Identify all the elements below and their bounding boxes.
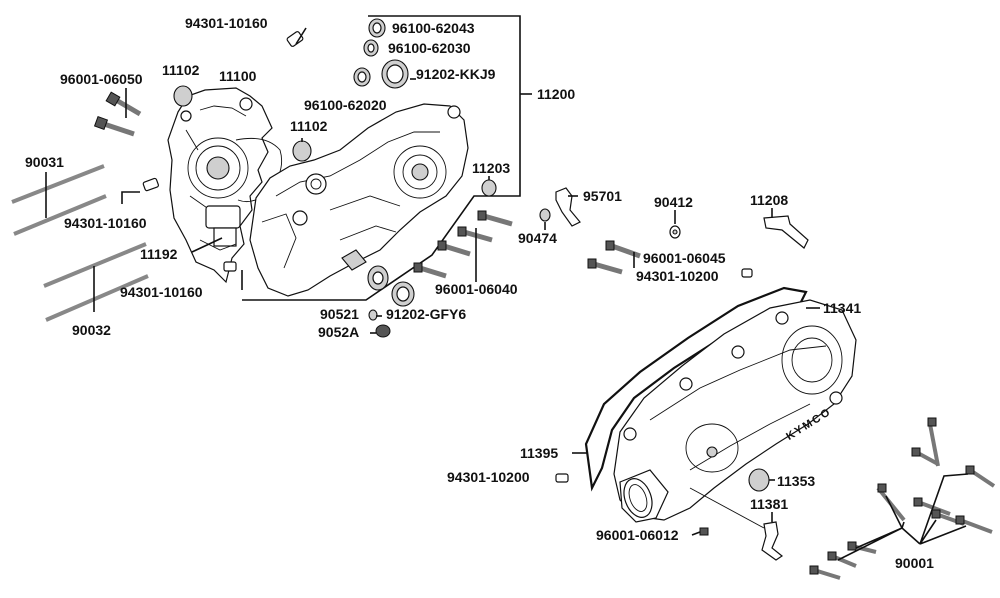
bolts-96001-06040 [413,210,513,279]
dowel-94301-10200-low [555,473,569,483]
label-11203: 11203 [472,160,510,176]
label-90031: 90031 [25,154,64,170]
label-90412: 90412 [654,194,693,210]
label-94301-10200-top: 94301-10200 [636,268,719,284]
label-96100-62030: 96100-62030 [388,40,471,56]
label-9052A: 9052A [318,324,359,340]
transmission-cover-11341: KYMCO [584,286,857,523]
label-96001-06050: 96001-06050 [60,71,143,87]
label-96100-62043: 96100-62043 [392,20,475,36]
bolt-set-leaders [837,473,969,561]
oil-seal-96100-62020 [353,67,371,87]
dowel-pin-low [223,261,243,290]
label-95701: 95701 [583,188,622,204]
label-11102-left: 11102 [162,62,200,78]
label-91202-KKJ9: 91202-KKJ9 [416,66,496,82]
dowel-11102-left [173,85,193,107]
label-11192: 11192 [140,246,178,262]
label-11102-mid: 11102 [290,118,328,134]
washer-90412 [669,225,681,239]
label-90032: 90032 [72,322,111,338]
label-11200: 11200 [537,86,575,102]
label-91202-GFY6: 91202-GFY6 [386,306,466,322]
cap-11353 [748,468,770,492]
label-11353: 11353 [777,473,815,489]
oil-seal-lower-left [367,265,389,291]
label-90521: 90521 [320,306,359,322]
label-94301-10160-mid: 94301-10160 [64,215,147,231]
label-94301-10200-low: 94301-10200 [447,469,530,485]
washer-90521 [368,309,378,321]
dowel-94301-10200-top [741,268,753,278]
bolt-96001-06012 [699,527,709,536]
oil-seal-96100-62043 [368,18,386,38]
label-96001-06012: 96001-06012 [596,527,679,543]
right-crankcase-half [249,103,469,297]
label-11395: 11395 [520,445,558,461]
label-96100-62020: 96100-62020 [304,97,387,113]
dowel-pin-top [286,27,307,47]
label-94301-10160-top: 94301-10160 [185,15,268,31]
label-94301-10160-low: 94301-10160 [120,284,203,300]
stud-bolts-90032 [43,242,149,322]
group-bracket-11200 [242,15,521,301]
breather-fitting-95701 [539,187,581,227]
plug-9052A [375,324,391,338]
label-90474: 90474 [518,230,557,246]
oil-seal-91202-GFY6 [391,281,415,307]
oil-seal-96100-62030 [363,39,379,57]
bracket-11381 [761,521,784,561]
label-90001: 90001 [895,555,934,571]
left-crankcase-half [167,87,283,284]
dowel-pin-mid [121,177,159,204]
label-11341: 11341 [823,300,861,316]
dowel-11203 [481,179,497,197]
label-11100: 11100 [219,68,257,84]
label-96001-06045: 96001-06045 [643,250,726,266]
dowel-11102-mid [292,140,312,162]
label-11208: 11208 [750,192,788,208]
bolts-96001-06045 [587,240,641,275]
label-96001-06040: 96001-06040 [435,281,518,297]
bolt-set-90001 [809,417,996,580]
oil-seal-91202-KKJ9 [381,59,409,89]
label-11381: 11381 [750,496,788,512]
bracket-11208 [763,215,809,249]
stud-bolts-90031 [11,164,107,236]
bolt-96001-06050 [93,91,142,137]
